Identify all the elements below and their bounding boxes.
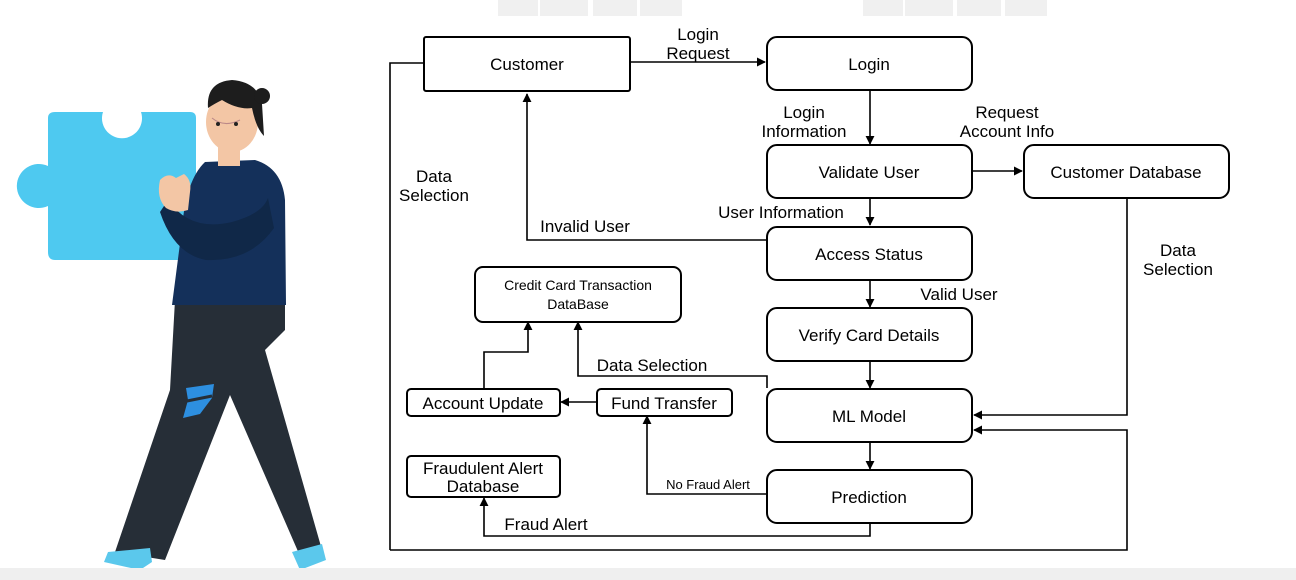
person-arm: [160, 198, 274, 261]
bottom-strip: [0, 568, 1296, 580]
label-login-request-1: Login: [677, 25, 719, 44]
svg-text:Access Status: Access Status: [815, 245, 923, 264]
label-login-information-2: Information: [761, 122, 846, 141]
puzzle-piece-icon: [16, 112, 196, 260]
svg-text:DataBase: DataBase: [547, 296, 609, 312]
person-with-puzzle-illustration: [16, 80, 326, 570]
top-tabs-decoration: [498, 0, 1047, 16]
svg-text:Credit Card Transaction: Credit Card Transaction: [504, 277, 652, 293]
node-validate-user: Validate User: [766, 144, 973, 199]
node-ml-model: ML Model: [766, 388, 973, 443]
left-shoe: [104, 548, 152, 570]
label-invalid-user: Invalid User: [540, 217, 630, 236]
node-prediction: Prediction: [766, 469, 973, 524]
label-no-fraud-alert: No Fraud Alert: [666, 477, 750, 492]
svg-text:Customer: Customer: [490, 55, 564, 74]
label-data-selection-right-2: Selection: [1143, 260, 1213, 279]
node-verify-card-details: Verify Card Details: [766, 307, 973, 362]
node-fund-transfer: Fund Transfer: [596, 388, 733, 417]
label-data-selection-right-1: Data: [1160, 241, 1196, 260]
person-hand: [158, 174, 191, 212]
node-fraudulent-alert-database: Fraudulent Alert Database: [406, 455, 561, 498]
person-hair: [207, 80, 264, 136]
label-data-selection-left-1: Data: [416, 167, 452, 186]
svg-text:Prediction: Prediction: [831, 488, 907, 507]
label-data-selection-left-2: Selection: [399, 186, 469, 205]
svg-text:Verify Card Details: Verify Card Details: [799, 326, 940, 345]
svg-text:Fraudulent Alert: Fraudulent Alert: [423, 459, 543, 478]
label-login-request-2: Request: [666, 44, 730, 63]
label-fraud-alert: Fraud Alert: [504, 515, 587, 534]
node-credit-card-database: Credit Card Transaction DataBase: [474, 266, 682, 323]
right-shoe: [292, 544, 326, 570]
label-login-information-1: Login: [783, 103, 825, 122]
node-customer: Customer: [423, 36, 631, 92]
svg-text:Login: Login: [848, 55, 890, 74]
svg-text:Account Update: Account Update: [423, 394, 544, 413]
edge-labels: Login Request Login Information Request …: [399, 25, 1213, 534]
label-request-account-info-2: Account Info: [960, 122, 1055, 141]
svg-text:Customer Database: Customer Database: [1050, 163, 1201, 182]
flowchart-edges: [389, 57, 1128, 551]
person-legs: [115, 300, 322, 560]
label-valid-user: Valid User: [920, 285, 997, 304]
label-data-selection-mid: Data Selection: [597, 356, 708, 375]
node-access-status: Access Status: [766, 226, 973, 281]
label-user-information: User Information: [718, 203, 844, 222]
label-request-account-info-1: Request: [975, 103, 1039, 122]
svg-text:Validate User: Validate User: [819, 163, 920, 182]
node-customer-database: Customer Database: [1023, 144, 1230, 199]
svg-text:ML Model: ML Model: [832, 407, 906, 426]
svg-text:Fund Transfer: Fund Transfer: [611, 394, 717, 413]
pocket-icon: [183, 384, 214, 418]
node-login: Login: [766, 36, 973, 91]
svg-text:Database: Database: [447, 477, 520, 496]
node-account-update: Account Update: [406, 388, 561, 417]
